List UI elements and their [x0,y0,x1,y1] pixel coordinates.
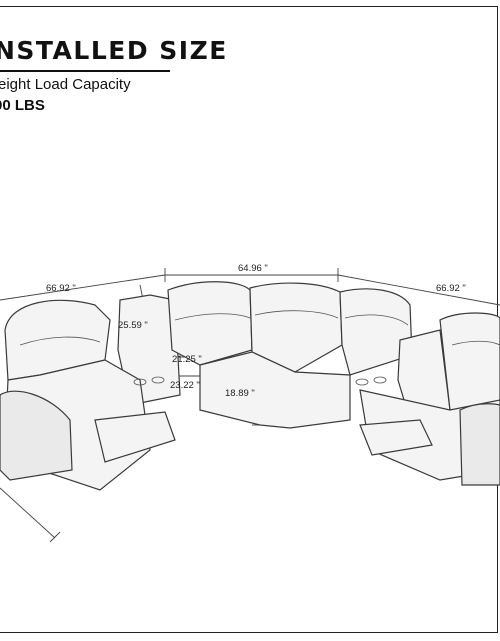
back-height-label: 25.59 " [118,320,148,331]
seat-height-label: 18.89 " [225,388,255,399]
right-width-label: 66.92 " [436,283,466,294]
seat-depth-top-label: 21.25 " [172,354,202,365]
sofa-details [19,310,500,386]
sofa-outline [0,281,500,491]
dimension-lines [0,268,500,543]
weight-capacity-value: 00 LBS [0,97,45,114]
center-width-label: 64.96 " [238,263,268,274]
page-title: NSTALLED SIZE [0,36,228,65]
seat-depth-bottom-label: 23.22 " [170,380,200,391]
title-underline [0,70,170,72]
left-width-label: 66.92 " [46,283,76,294]
weight-capacity-label: eight Load Capacity [0,76,131,93]
